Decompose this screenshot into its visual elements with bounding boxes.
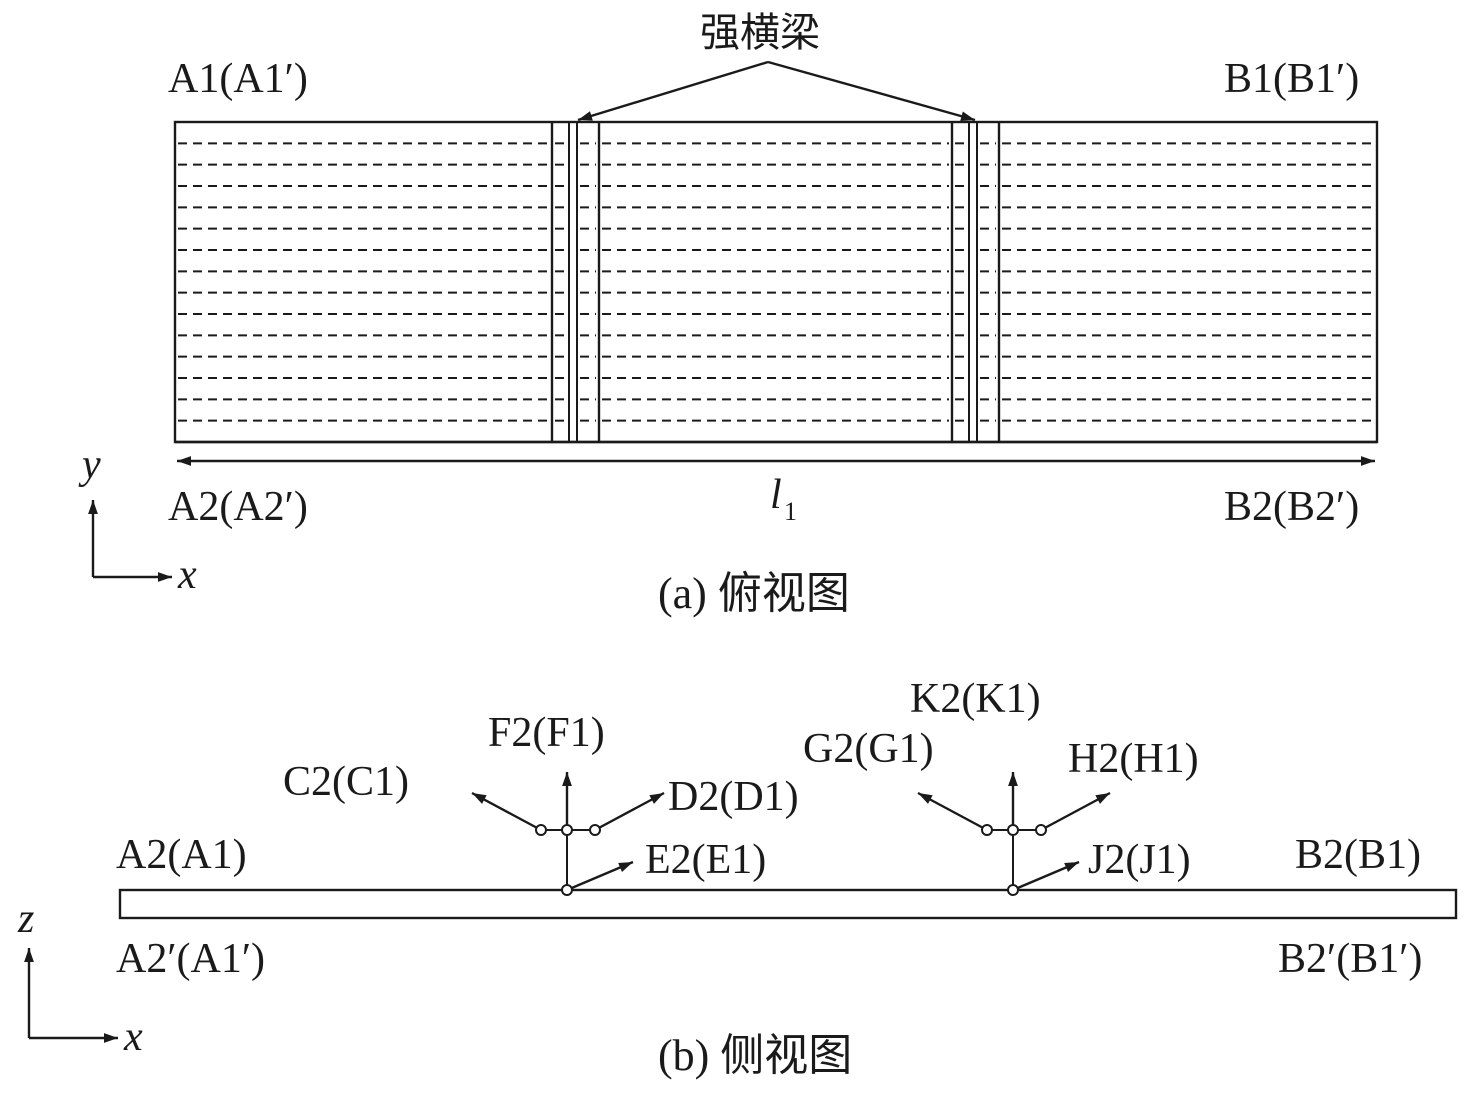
arrow-e	[566, 860, 634, 892]
y-axis-label: y	[78, 442, 101, 488]
side-label-left-bottom: A2′(A1′)	[116, 936, 265, 982]
arrow-g	[917, 791, 988, 832]
junction-left	[471, 772, 665, 896]
corner-label-bottom-left: A2(A2′)	[168, 484, 308, 530]
length-subscript: 1	[784, 497, 797, 526]
crossbeam-right	[950, 122, 1001, 442]
label-d: D2(D1)	[668, 774, 799, 820]
side-label-left-top: A2(A1)	[116, 832, 247, 878]
z-axis-label: z	[17, 896, 34, 942]
deck-outline	[173, 120, 1379, 444]
junction-right	[917, 772, 1111, 896]
beam-side	[118, 888, 1458, 920]
arrow-d	[594, 791, 665, 832]
arrow-c	[471, 791, 542, 832]
node-e	[561, 884, 573, 896]
corner-label-bottom-right: B2(B2′)	[1224, 484, 1359, 530]
side-label-right-top: B2(B1)	[1295, 832, 1421, 878]
x-axis-label-top: x	[177, 552, 197, 598]
caption-top-view: (a) 俯视图	[658, 569, 850, 618]
side-view: A2(A1) B2(B1) A2′(A1′) B2′(B1′) F2(F1) C…	[17, 676, 1458, 1080]
label-h: H2(H1)	[1068, 736, 1199, 782]
side-label-right-bottom: B2′(B1′)	[1278, 936, 1422, 982]
node-h	[1035, 824, 1047, 836]
arrow-h	[1040, 791, 1111, 832]
top-view: 强横梁 A1(A1′) B1(B1′) A2(A2′) B2(B2′)	[78, 10, 1379, 618]
corner-label-top-right: B1(B1′)	[1224, 56, 1359, 102]
x-axis-label-side: x	[123, 1014, 143, 1060]
label-g: G2(G1)	[803, 726, 934, 772]
label-c: C2(C1)	[283, 759, 409, 805]
caption-side-view: (b) 侧视图	[658, 1031, 852, 1080]
node-f	[561, 824, 573, 836]
node-g	[981, 824, 993, 836]
label-f: F2(F1)	[488, 710, 605, 756]
label-e: E2(E1)	[645, 837, 766, 883]
node-k	[1007, 824, 1019, 836]
longitudinal-stiffeners	[178, 142, 1374, 422]
length-symbol: l	[770, 472, 782, 518]
callout-arrow-right	[767, 60, 976, 122]
label-j: J2(J1)	[1088, 837, 1191, 883]
node-c	[535, 824, 547, 836]
node-j	[1007, 884, 1019, 896]
label-k: K2(K1)	[910, 676, 1041, 722]
crossbeam-left	[550, 122, 601, 442]
node-d	[589, 824, 601, 836]
callout-arrow-left	[577, 60, 769, 122]
strong-crossbeam-label: 强横梁	[700, 10, 820, 56]
corner-label-top-left: A1(A1′)	[168, 56, 308, 102]
arrow-j	[1012, 860, 1080, 892]
